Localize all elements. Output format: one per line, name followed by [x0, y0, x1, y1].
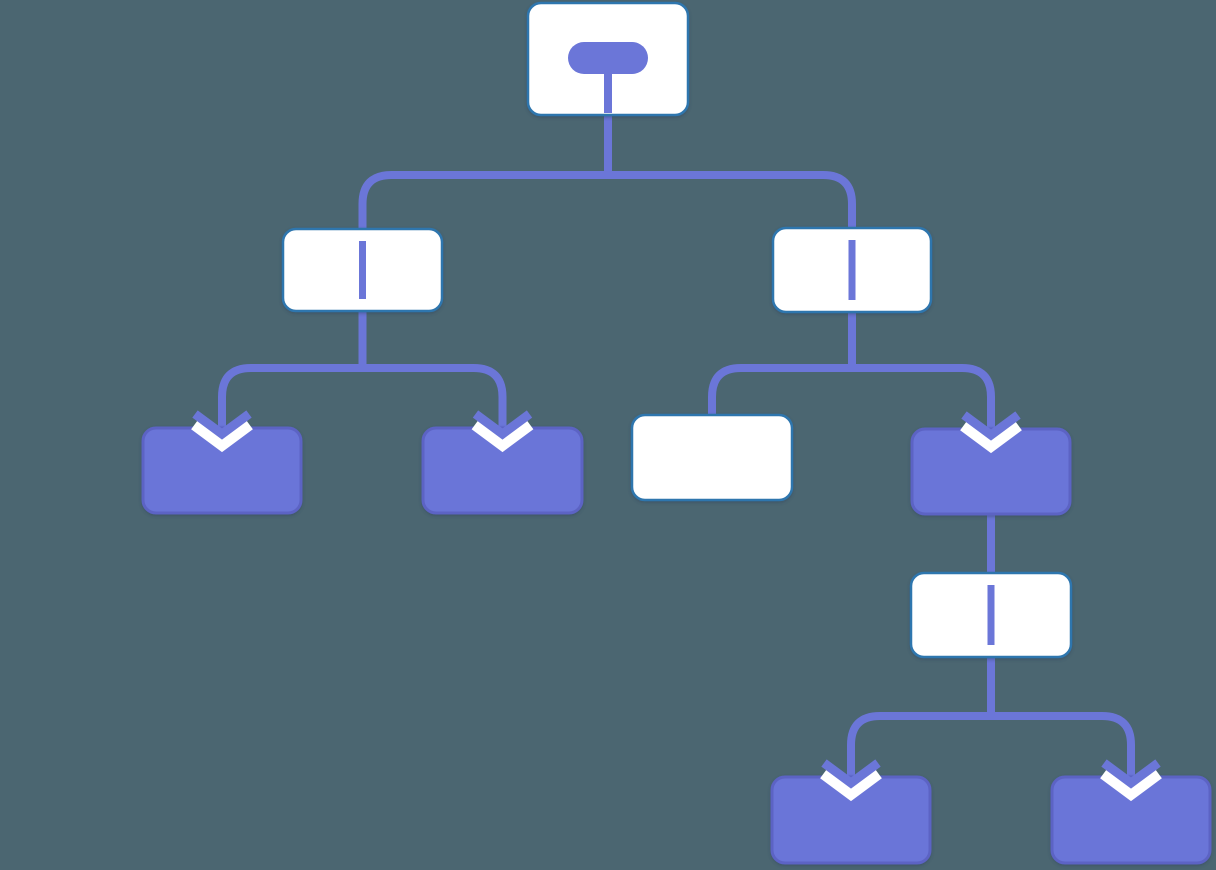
double-chevron-down-icon-outer — [1100, 767, 1162, 802]
node-node-plain[interactable] — [630, 413, 794, 502]
pill-icon — [568, 42, 648, 74]
double-chevron-down-icon-inner — [192, 410, 252, 440]
connector-branch-left-leaf-left-1 — [218, 364, 363, 430]
connector-root-branch-left — [358, 171, 608, 233]
pass-through-bar — [848, 240, 856, 300]
connector-pass-bottom-leaf-bottom-left — [847, 712, 991, 779]
node-leaf-left-2[interactable] — [421, 426, 584, 515]
double-chevron-down-icon-inner — [961, 411, 1021, 441]
double-chevron-down-icon-outer — [471, 418, 534, 453]
connector-root-branch-right — [608, 171, 856, 232]
pass-through-bar — [359, 241, 366, 299]
pass-through-bar — [987, 585, 995, 645]
node-leaf-bottom-left[interactable] — [770, 775, 932, 865]
double-chevron-down-icon-outer — [960, 419, 1022, 454]
double-chevron-down-icon-inner — [821, 759, 881, 789]
node-leaf-bottom-right[interactable] — [1050, 775, 1212, 865]
double-chevron-down-icon-inner — [472, 410, 533, 440]
connector-branch-right-drop-right — [852, 364, 995, 431]
connector-branch-left-leaf-left-2 — [362, 364, 507, 430]
double-chevron-down-icon-outer — [820, 767, 882, 802]
node-leaf-left-1[interactable] — [141, 426, 303, 515]
connector-branch-right-node-plain — [708, 364, 852, 419]
pill-stem — [604, 70, 612, 113]
double-chevron-down-icon-outer — [191, 418, 253, 453]
connector-pass-bottom-leaf-bottom-right — [991, 712, 1135, 779]
node-drop-right[interactable] — [910, 427, 1072, 516]
double-chevron-down-icon-inner — [1101, 759, 1161, 789]
